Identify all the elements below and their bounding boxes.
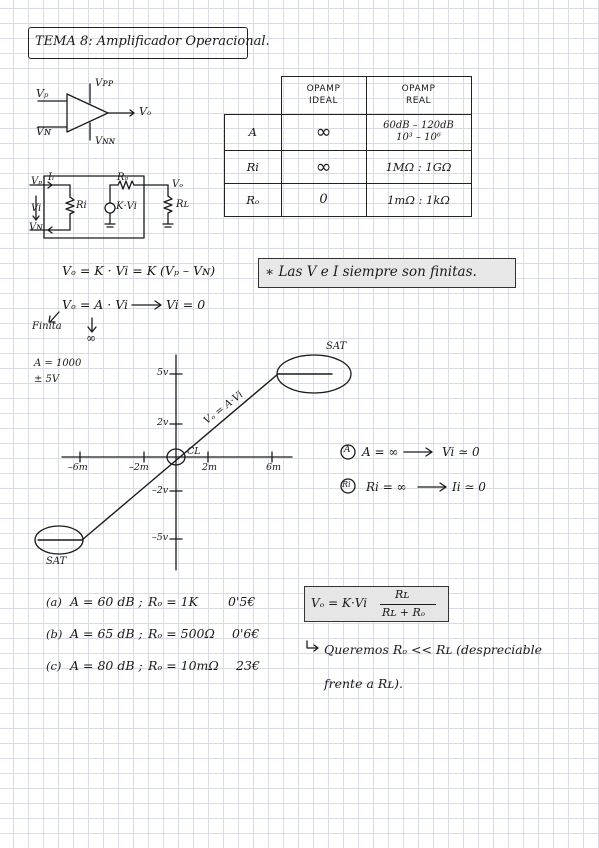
opamp-vp-label: Vₚ bbox=[36, 87, 49, 100]
vi-zero-equation: Vi = 0 bbox=[166, 297, 206, 312]
option-ro: Rₒ = 500Ω bbox=[148, 626, 215, 641]
x-tick-6m: 6m bbox=[266, 462, 282, 473]
option-ro: Rₒ = 10mΩ bbox=[148, 658, 219, 673]
circuit-vi-label: Vi bbox=[31, 203, 42, 214]
x-tick-minus6m: –6m bbox=[68, 462, 88, 473]
table-ideal-value: ∞ bbox=[280, 113, 367, 151]
y-tick-minus5v: –5v bbox=[152, 532, 169, 543]
graph-axes bbox=[61, 354, 293, 571]
table-real-value: 1mΩ : 1kΩ bbox=[365, 182, 472, 217]
option-gain: A = 60 dB ; bbox=[70, 594, 143, 609]
conclusion-text-line1: Queremos Rₒ << Rʟ (despreciable bbox=[324, 642, 543, 657]
circuit-ii-label: Iᵢ bbox=[48, 172, 54, 183]
circuit-model bbox=[29, 175, 174, 239]
note-text: ∗ Las V e I siempre son finitas. bbox=[265, 264, 477, 280]
finita-label: Finita bbox=[32, 321, 62, 332]
table-corner bbox=[224, 76, 282, 115]
table-row: A ∞ 60dB – 120dB 10³ – 10⁶ bbox=[224, 113, 472, 151]
header-ideal-line2: IDEAL bbox=[309, 96, 338, 107]
graph-a-value: A = 1000 bbox=[34, 358, 82, 369]
header-real-line1: OPAMP bbox=[401, 84, 436, 95]
equation-arrows bbox=[48, 300, 162, 333]
header-ideal-line1: OPAMP bbox=[306, 84, 341, 95]
option-gain: A = 80 dB ; bbox=[70, 658, 143, 673]
conclusion-a-result: Vi ≃ 0 bbox=[442, 445, 480, 459]
voltage-divider-formula: Vₒ = K·Vi Rʟ Rʟ + Rₒ bbox=[304, 586, 449, 622]
table-param: Ri bbox=[224, 149, 282, 184]
sat-bottom-label: SAT bbox=[46, 556, 67, 567]
table-header-real: OPAMP REAL bbox=[365, 76, 472, 115]
y-tick-minus2v: –2v bbox=[152, 485, 169, 496]
table-param: A bbox=[224, 113, 282, 151]
table-real-value: 60dB – 120dB 10³ – 10⁶ bbox=[365, 113, 472, 151]
option-price: 0'6€ bbox=[232, 626, 260, 641]
real-a-line2: 10³ – 10⁶ bbox=[396, 132, 441, 143]
y-tick-2v: 2v bbox=[157, 417, 169, 428]
circuit-vo-label: Vₒ bbox=[172, 179, 184, 190]
circuit-source-label: K·Vi bbox=[116, 201, 137, 212]
formula-fraction-bar bbox=[380, 604, 436, 606]
formula-lhs: Vₒ = K·Vi bbox=[311, 596, 368, 610]
vo-a-equation: Vₒ = A · Vi bbox=[62, 297, 129, 312]
header-real-line2: REAL bbox=[405, 96, 432, 107]
circle-a-label: A bbox=[344, 445, 351, 455]
option-ro: Rₒ = 1K bbox=[148, 594, 198, 609]
conclusion-a: A = ∞ bbox=[362, 445, 399, 459]
opamp-vnn-label: Vɴɴ bbox=[95, 136, 116, 147]
option-label: (b) bbox=[46, 627, 63, 641]
option-label: (c) bbox=[46, 659, 62, 673]
option-price: 23€ bbox=[236, 658, 260, 673]
vo-equation: Vₒ = K · Vi = K (Vₚ – Vɴ) bbox=[62, 263, 216, 278]
table-row: Ri ∞ 1MΩ : 1GΩ bbox=[224, 149, 472, 184]
circuit-rl-label: Rʟ bbox=[176, 199, 189, 210]
sat-top-label: SAT bbox=[326, 341, 347, 352]
x-tick-2m: 2m bbox=[202, 462, 218, 473]
x-tick-minus2m: –2m bbox=[129, 462, 149, 473]
circuit-vp-label: Vₚ bbox=[31, 176, 43, 187]
table-ideal-value: ∞ bbox=[280, 149, 367, 184]
circuit-ro-label: Rₒ bbox=[117, 172, 129, 183]
y-tick-5v: 5v bbox=[157, 367, 169, 378]
table-real-value: 1MΩ : 1GΩ bbox=[365, 149, 472, 184]
table-row: Rₒ 0 1mΩ : 1kΩ bbox=[224, 182, 472, 217]
option-gain: A = 65 dB ; bbox=[70, 626, 143, 641]
opamp-vo-label: Vₒ bbox=[139, 105, 152, 118]
cl-label: CL bbox=[187, 446, 201, 457]
page-title: TEMA 8: Amplificador Operacional. bbox=[35, 34, 270, 49]
formula-denominator: Rʟ + Rₒ bbox=[382, 606, 425, 619]
circuit-ri-label: Ri bbox=[76, 200, 87, 211]
formula-numerator: Rʟ bbox=[395, 588, 410, 601]
graph-supply: ± 5V bbox=[34, 374, 60, 385]
real-a-line1: 60dB – 120dB bbox=[383, 120, 454, 131]
table-ideal-value: 0 bbox=[280, 182, 367, 217]
note-box: ∗ Las V e I siempre son finitas. bbox=[258, 258, 516, 288]
opamp-vpp-label: Vᴘᴘ bbox=[95, 78, 114, 89]
title-box: TEMA 8: Amplificador Operacional. bbox=[28, 27, 270, 59]
table-header-ideal: OPAMP IDEAL bbox=[280, 76, 367, 115]
transfer-curve bbox=[34, 354, 352, 555]
opamp-comparison-table: OPAMP IDEAL OPAMP REAL A ∞ 60dB – 120dB … bbox=[224, 76, 472, 217]
conclusion-text-line2: frente a Rʟ). bbox=[324, 676, 403, 691]
conclusion-ri: Ri = ∞ bbox=[366, 480, 407, 494]
infinity-label: ∞ bbox=[86, 331, 96, 345]
conclusion-ri-result: Ii ≃ 0 bbox=[452, 480, 486, 494]
circle-ri-label: Ri bbox=[342, 480, 351, 489]
conclusion-arrows bbox=[306, 444, 447, 652]
table-param: Rₒ bbox=[224, 182, 282, 217]
table-header-row: OPAMP IDEAL OPAMP REAL bbox=[224, 76, 472, 115]
opamp-vn-label: Vɴ bbox=[36, 125, 52, 138]
opamp-symbol bbox=[37, 83, 135, 141]
option-price: 0'5€ bbox=[228, 594, 256, 609]
circuit-vn-label: Vɴ bbox=[29, 222, 43, 233]
option-label: (a) bbox=[46, 595, 62, 609]
